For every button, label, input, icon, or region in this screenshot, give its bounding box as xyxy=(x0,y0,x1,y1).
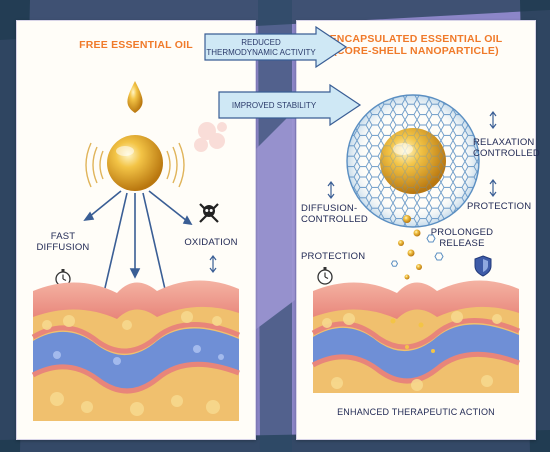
double-arrow-icon xyxy=(209,255,217,273)
evaporation-cloud xyxy=(194,122,227,152)
relaxation-controlled-label: RELAXATION CONTROLLED xyxy=(473,137,540,159)
enhanced-therapeutic-action-label: ENHANCED THERAPEUTIC ACTION xyxy=(337,407,495,417)
released-droplets xyxy=(398,215,422,290)
free-oil-panel: FREE ESSENTIAL OIL xyxy=(16,20,256,440)
stopwatch-icon xyxy=(317,267,333,285)
encapsulated-oil-illustration xyxy=(311,94,520,393)
heat-waves-icon xyxy=(85,142,185,188)
skin-layers xyxy=(31,280,240,421)
encapsulated-oil-title: ENCAPSULATED ESSENTIAL OIL (CORE-SHELL N… xyxy=(329,33,503,57)
double-arrow-icons xyxy=(327,111,497,199)
improved-stability-text: IMPROVED STABILITY xyxy=(231,101,317,110)
shield-icon xyxy=(474,255,492,277)
free-oil-title: FREE ESSENTIAL OIL xyxy=(79,39,193,51)
skin-layers xyxy=(311,280,520,393)
encapsulated-oil-panel: ENCAPSULATED ESSENTIAL OIL (CORE-SHELL N… xyxy=(296,20,540,440)
oxidation-label: OXIDATION xyxy=(184,237,238,248)
protection-label-left: PROTECTION xyxy=(301,251,366,262)
shell-fragments xyxy=(390,234,444,267)
reduced-activity-arrow xyxy=(204,25,348,69)
core-shell-nanoparticle xyxy=(346,94,480,228)
protection-label-right: PROTECTION xyxy=(467,201,532,212)
prolonged-release-label: PROLONGED RELEASE xyxy=(430,227,494,249)
reduced-activity-text: REDUCED THERMODYNAMIC ACTIVITY xyxy=(206,38,316,57)
fast-diffusion-label: FAST DIFFUSION xyxy=(36,231,90,253)
improved-stability-arrow xyxy=(218,83,362,127)
free-oil-illustration xyxy=(31,81,240,421)
oil-droplet xyxy=(107,135,163,191)
diffusion-controlled-label: DIFFUSION- CONTROLLED xyxy=(301,203,368,225)
diffusion-arrows xyxy=(83,190,193,341)
oil-drop-icon xyxy=(127,81,143,113)
skull-icon xyxy=(199,203,219,223)
